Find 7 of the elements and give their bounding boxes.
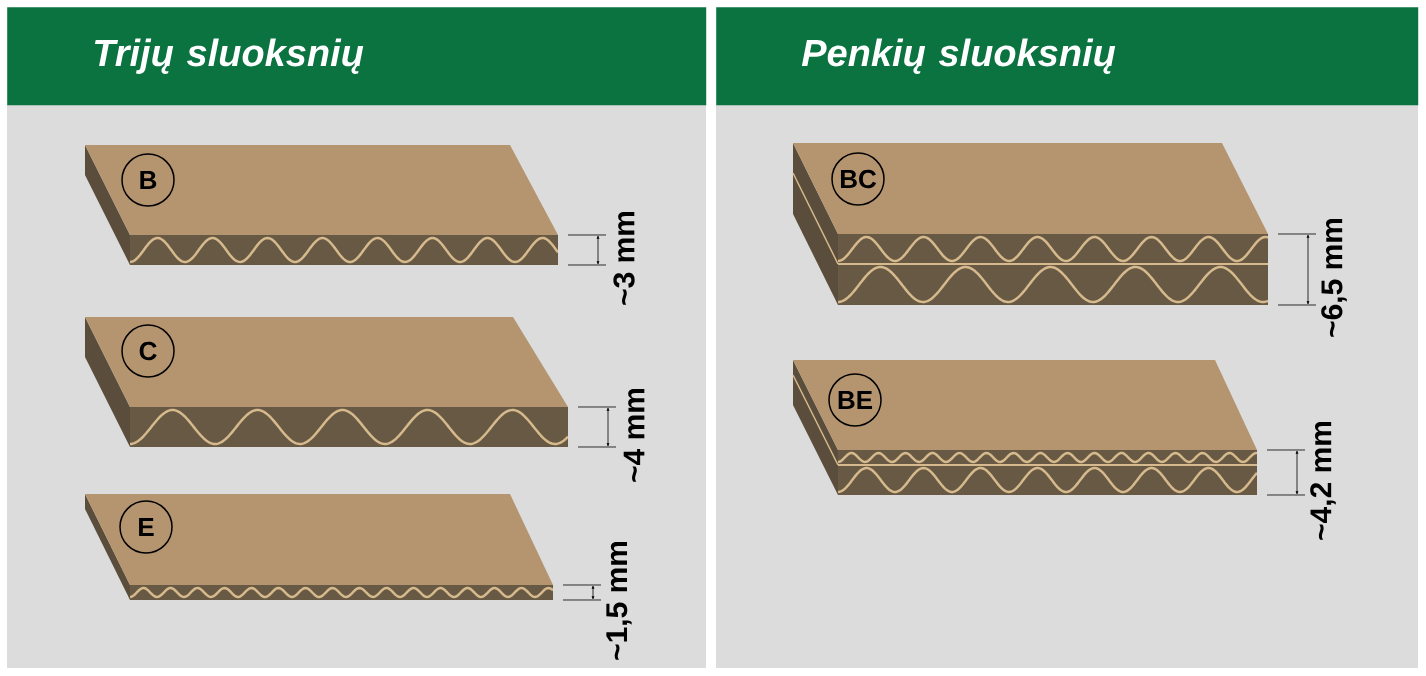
dimension-label: ~3 mm xyxy=(613,211,635,305)
header-band: Trijų sluoksnių xyxy=(7,7,707,106)
dimension-label: ~4,2 mm xyxy=(1310,421,1336,540)
header-band: Penkių sluoksnių xyxy=(716,7,1419,106)
dimension-label: ~4 mm xyxy=(623,388,645,482)
dimension-label: ~1,5 mm xyxy=(606,541,632,660)
dimension-label: ~6,5 mm xyxy=(1321,218,1347,337)
